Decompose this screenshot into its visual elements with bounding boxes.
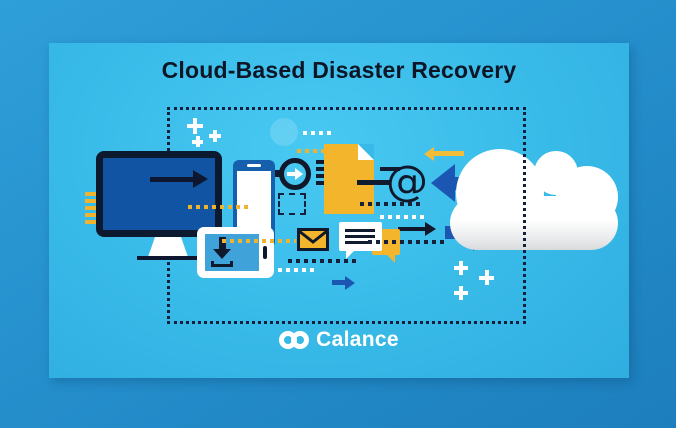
plus-icon xyxy=(209,130,221,142)
plus-icon xyxy=(454,286,468,300)
page-title: Cloud-Based Disaster Recovery xyxy=(161,57,517,83)
dotted-line xyxy=(288,259,358,263)
dotted-line xyxy=(297,149,335,153)
dash-mark xyxy=(380,167,400,171)
envelope-icon xyxy=(297,228,329,251)
dotted-line xyxy=(360,202,424,206)
infinity-icon xyxy=(279,331,310,349)
tablet-icon xyxy=(197,227,274,278)
dotted-line xyxy=(303,131,335,135)
brand-logo: Calance xyxy=(49,328,629,352)
tablet-button xyxy=(263,246,267,259)
dash-mark xyxy=(357,180,390,185)
selection-square xyxy=(278,193,306,215)
at-symbol: @ xyxy=(386,156,428,205)
plus-icon xyxy=(187,118,203,134)
dotted-line xyxy=(278,268,316,272)
plus-icon xyxy=(454,261,468,275)
monitor-stand xyxy=(148,237,188,257)
monitor-screen xyxy=(103,158,215,230)
dotted-line xyxy=(368,240,448,244)
document-fold xyxy=(358,144,374,160)
plus-icon xyxy=(192,136,203,147)
monitor-stand-base xyxy=(137,256,199,260)
brand-name: Calance xyxy=(316,328,399,351)
phone-screen xyxy=(237,171,271,233)
dotted-line xyxy=(188,205,252,209)
dotted-line xyxy=(380,215,428,219)
dotted-line xyxy=(222,239,296,243)
phone-speaker xyxy=(247,164,261,167)
monitor-icon xyxy=(96,151,222,237)
decor-circle xyxy=(270,118,298,146)
plus-icon xyxy=(479,270,494,285)
cloud-base xyxy=(450,196,618,250)
document-icon xyxy=(324,144,374,214)
